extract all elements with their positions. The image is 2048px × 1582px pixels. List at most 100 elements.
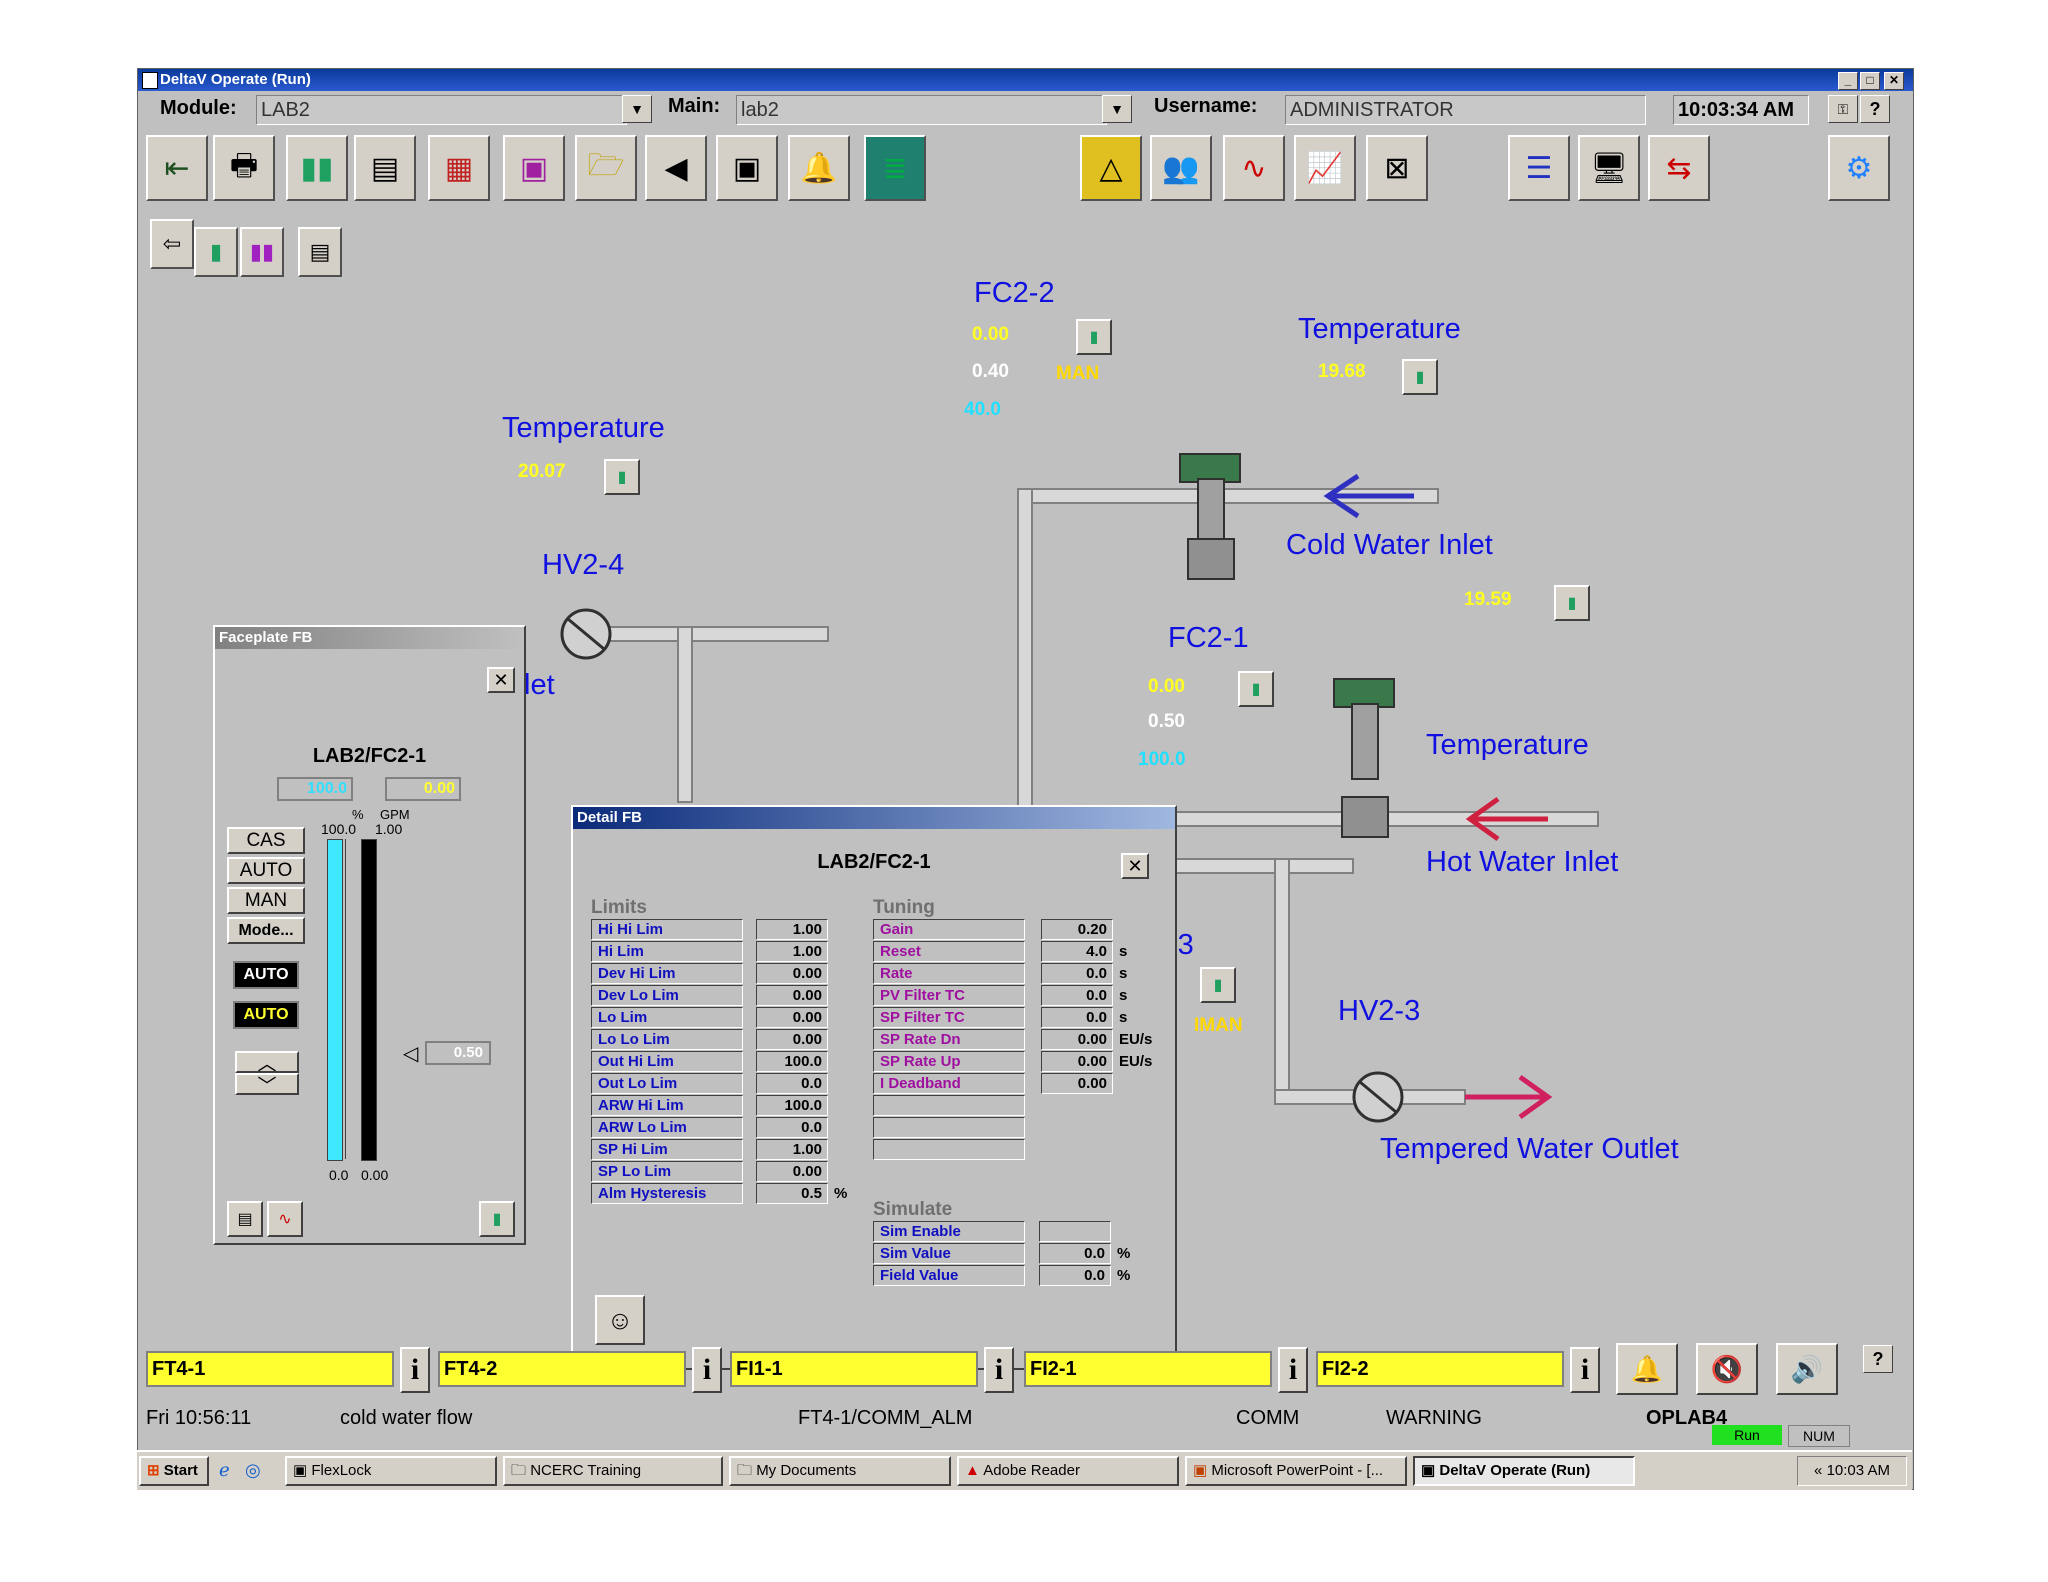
back-button[interactable]: ◀	[645, 135, 707, 201]
limits-value[interactable]: 0.0	[756, 1117, 828, 1138]
tuning-value[interactable]: 0.00	[1041, 1073, 1113, 1094]
task-my-documents[interactable]: 🗀 My Documents	[729, 1456, 951, 1486]
fc21-tag[interactable]: FC2-1	[1168, 622, 1249, 654]
group-small-button[interactable]: ▮▮	[240, 227, 284, 277]
cas-button[interactable]: CAS	[227, 827, 305, 854]
fc22-faceplate-button[interactable]: ▮	[1076, 319, 1112, 355]
task-flexlock[interactable]: ▣ FlexLock	[285, 1456, 497, 1486]
browser-icon[interactable]: ◎	[245, 1460, 261, 1480]
increase-button[interactable]: ︿	[235, 1051, 299, 1075]
temp-top-faceplate-button[interactable]: ▮	[1402, 359, 1438, 395]
limits-value[interactable]: 0.0	[756, 1073, 828, 1094]
tuning-value[interactable]: 0.0	[1041, 963, 1113, 984]
detail-close-button[interactable]: ✕	[1121, 853, 1149, 879]
tuning-value[interactable]: 0.00	[1041, 1051, 1113, 1072]
alarm-ft41-info-button[interactable]: i	[400, 1347, 430, 1393]
switch-button[interactable]: ⇆	[1648, 135, 1710, 201]
limits-value[interactable]: 100.0	[756, 1095, 828, 1116]
alarm-fi11-info-button[interactable]: i	[984, 1347, 1014, 1393]
faceplate-close-button[interactable]: ✕	[487, 667, 515, 693]
task-ncerc[interactable]: 🗀 NCERC Training	[503, 1456, 723, 1486]
alarm-fi21[interactable]: FI2-1	[1024, 1351, 1272, 1387]
alarm-list-button[interactable]: ≣	[864, 135, 926, 201]
alarm-ft42[interactable]: FT4-2	[438, 1351, 686, 1387]
alarm-help-button[interactable]: ?	[1863, 1345, 1893, 1373]
network-button[interactable]: 🖥	[1578, 135, 1640, 201]
exit-button[interactable]: ⇤	[146, 135, 208, 201]
faceplate-trend-button[interactable]: ∿	[267, 1201, 303, 1237]
alarm-summary-button[interactable]: 🔔	[788, 135, 850, 201]
temp-mid-faceplate-button[interactable]: ▮	[1554, 585, 1590, 621]
limits-value[interactable]: 0.00	[756, 963, 828, 984]
global-button[interactable]: ⚙	[1828, 135, 1890, 201]
temp-left-faceplate-button[interactable]: ▮	[604, 459, 640, 495]
tuning-value[interactable]: 0.0	[1041, 985, 1113, 1006]
tuning-value[interactable]: 0.20	[1041, 919, 1113, 940]
faceplate-detail-button[interactable]: ▤	[227, 1201, 263, 1237]
horn-button[interactable]: 🔊	[1776, 1343, 1838, 1395]
simulate-value[interactable]: 0.0	[1039, 1243, 1111, 1264]
task-adobe-reader[interactable]: ▲ Adobe Reader	[957, 1456, 1179, 1486]
module-dropdown-button[interactable]: ▼	[622, 95, 652, 123]
close-button[interactable]: ✕	[1884, 72, 1904, 90]
fc22-tag[interactable]: FC2-2	[974, 277, 1055, 309]
start-button[interactable]: ⊞ Start	[139, 1456, 209, 1486]
limits-value[interactable]: 100.0	[756, 1051, 828, 1072]
main-field[interactable]: lab2	[736, 95, 1107, 125]
task-powerpoint[interactable]: ▣ Microsoft PowerPoint - [...	[1185, 1456, 1407, 1486]
alarm-fi11[interactable]: FI1-1	[730, 1351, 978, 1387]
users-button[interactable]: 👥	[1150, 135, 1212, 201]
login-button[interactable]: ⚿	[1828, 95, 1858, 123]
print-button[interactable]: 🖶	[213, 135, 275, 201]
tray-expand-icon[interactable]: «	[1814, 1462, 1823, 1479]
alarm-ft42-info-button[interactable]: i	[692, 1347, 722, 1393]
alarm-fi22-info-button[interactable]: i	[1570, 1347, 1600, 1393]
sp-pointer-icon[interactable]: ◁	[403, 1043, 419, 1065]
trend-button[interactable]: ∿	[1223, 135, 1285, 201]
faceplate-small-button[interactable]: ▮	[194, 227, 238, 277]
event-list-button[interactable]: ☰	[1508, 135, 1570, 201]
tuning-value[interactable]: 0.0	[1041, 1007, 1113, 1028]
alarm-ft41[interactable]: FT4-1	[146, 1351, 394, 1387]
mode-button[interactable]: Mode...	[227, 917, 305, 944]
help-doctor-button[interactable]: ☺	[595, 1295, 645, 1345]
detail-small-button[interactable]: ▤	[298, 227, 342, 277]
limits-value[interactable]: 1.00	[756, 1139, 828, 1160]
back-small-button[interactable]: ⇦	[150, 219, 194, 269]
hv-faceplate-button[interactable]: ▮	[1200, 967, 1236, 1003]
ie-icon[interactable]: ℯ	[219, 1460, 230, 1480]
auto-button[interactable]: AUTO	[227, 857, 305, 884]
man-button[interactable]: MAN	[227, 887, 305, 914]
maximize-button[interactable]: □	[1860, 72, 1880, 90]
task-deltav[interactable]: ▣ DeltaV Operate (Run)	[1413, 1456, 1635, 1486]
limits-value[interactable]: 0.00	[756, 985, 828, 1006]
ack-alarm-button[interactable]: 🔔	[1616, 1343, 1678, 1395]
minimize-button[interactable]: _	[1838, 72, 1858, 90]
faceplate-button[interactable]: ▮▮	[286, 135, 348, 201]
sp-field[interactable]: 0.50	[425, 1041, 491, 1065]
tuning-value[interactable]: 0.00	[1041, 1029, 1113, 1050]
simulate-value[interactable]: 0.0	[1039, 1265, 1111, 1286]
simulate-value[interactable]	[1039, 1221, 1111, 1242]
tuning-value[interactable]: 4.0	[1041, 941, 1113, 962]
hv23-tag[interactable]: HV2-3	[1338, 995, 1421, 1027]
faceplate-bar-button[interactable]: ▮	[479, 1201, 515, 1237]
hv24-tag[interactable]: HV2-4	[542, 549, 625, 581]
display-button[interactable]: ▦	[428, 135, 490, 201]
limits-value[interactable]: 0.00	[756, 1161, 828, 1182]
limits-value[interactable]: 1.00	[756, 941, 828, 962]
frame-button[interactable]: ▣	[716, 135, 778, 201]
decrease-button[interactable]: ﹀	[235, 1073, 299, 1097]
open-button[interactable]: 🗁	[575, 135, 637, 201]
module-field[interactable]: LAB2	[256, 95, 627, 125]
deltav-button[interactable]: △	[1080, 135, 1142, 201]
limits-value[interactable]: 0.00	[756, 1029, 828, 1050]
fc21-faceplate-button[interactable]: ▮	[1238, 671, 1274, 707]
detail-button[interactable]: ▤	[354, 135, 416, 201]
picture-button[interactable]: ▣	[503, 135, 565, 201]
alarm-fi22[interactable]: FI2-2	[1316, 1351, 1564, 1387]
limits-value[interactable]: 1.00	[756, 919, 828, 940]
diagnostics-button[interactable]: ⊠	[1366, 135, 1428, 201]
alarm-fi21-info-button[interactable]: i	[1278, 1347, 1308, 1393]
main-dropdown-button[interactable]: ▼	[1102, 95, 1132, 123]
